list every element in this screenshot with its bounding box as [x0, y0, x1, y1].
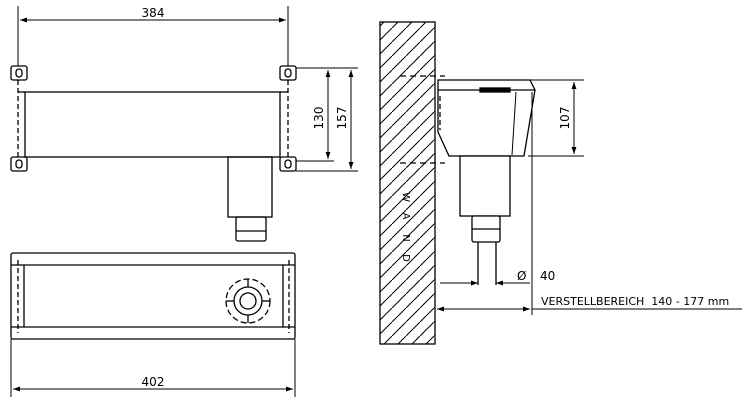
dim-label-130: 130	[312, 107, 326, 130]
dim-label-40: 40	[540, 269, 555, 283]
dimension-adjustment-range	[437, 92, 742, 315]
wall-hatch	[379, 21, 436, 345]
dim-label-402: 402	[142, 375, 165, 389]
dim-label-384: 384	[142, 6, 165, 20]
adjustment-note: VERSTELLBEREICH 140 - 177 mm	[541, 295, 729, 308]
dimension-384	[17, 6, 289, 66]
bracket-top-right	[279, 65, 297, 81]
drain-nozzle	[235, 216, 267, 242]
dimension-107	[528, 79, 584, 157]
housing-plan	[10, 252, 296, 340]
dim-label-107: 107	[558, 107, 572, 130]
dimension-402	[10, 339, 296, 397]
top-view	[10, 6, 358, 242]
bracket-bottom-right	[279, 156, 297, 172]
side-drain-pipe	[459, 155, 511, 217]
drain-pipe	[227, 156, 273, 218]
diameter-symbol: Ø	[517, 269, 526, 283]
dimension-130-157	[296, 67, 358, 172]
wall-label-n: N	[400, 234, 411, 241]
housing-front	[24, 91, 281, 158]
wall-label-w: W	[400, 192, 411, 202]
bracket-top-left	[10, 65, 28, 81]
wall-label-a: A	[400, 213, 411, 220]
outlet-circle	[225, 278, 271, 324]
bracket-bottom-left	[10, 156, 28, 172]
side-section	[379, 21, 742, 345]
dim-label-157: 157	[335, 107, 349, 130]
wall-label-d: D	[400, 254, 411, 262]
plan-view	[10, 252, 296, 397]
